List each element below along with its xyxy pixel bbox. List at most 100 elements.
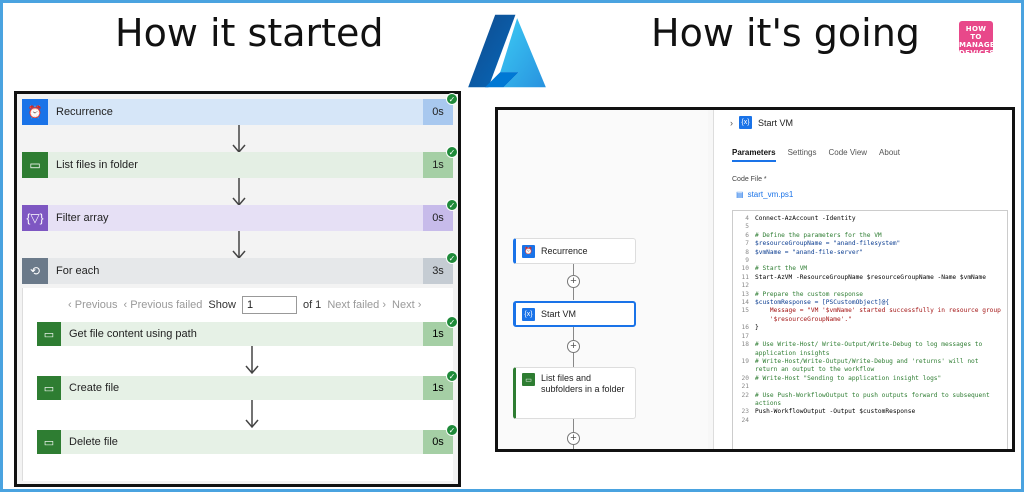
loop-icon: ⟲ [22, 258, 48, 284]
line-number: 17 [741, 332, 749, 340]
code-line: 14$customResponse = [PSCustomObject]@{ [737, 299, 1003, 307]
folder-icon: ▭ [22, 152, 48, 178]
success-check-icon: ✓ [446, 199, 458, 211]
line-number: 11 [741, 273, 749, 281]
action-details-panel: › {x} Start VM Parameters Settings Code … [713, 110, 1012, 449]
step-label: Filter array [48, 205, 423, 231]
tab-about[interactable]: About [879, 148, 900, 157]
line-text: $resourceGroupName = "anand-filesystem" [755, 240, 901, 248]
file-icon: ▤ [736, 190, 744, 199]
clock-icon: ⏰ [522, 244, 535, 258]
line-number: 5 [745, 223, 749, 231]
line-number: 14 [741, 299, 749, 307]
code-line: 19# Write-Host/Write-Output/Write-Debug … [737, 358, 1003, 366]
line-number: 23 [741, 408, 749, 416]
card-start-vm[interactable]: {x} Start VM [513, 301, 636, 327]
arrow-down-icon [245, 400, 259, 429]
code-line: 18# Use Write-Host/ Write-Output/Write-D… [737, 341, 1003, 349]
line-number [737, 366, 749, 374]
add-step-plus-icon[interactable]: + [567, 432, 580, 445]
code-file-link[interactable]: ▤ start_vm.ps1 [736, 190, 793, 199]
line-number: 16 [741, 324, 749, 332]
card-list-files-and-subfolders[interactable]: ▭ List files and subfolders in a folder [513, 367, 636, 419]
line-text: # Write-Host/Write-Output/Write-Debug an… [755, 357, 979, 365]
code-icon: {x} [522, 307, 535, 321]
step-create-file[interactable]: ▭ Create file 1s ✓ [37, 370, 458, 400]
code-line: 6# Define the parameters for the VM [737, 232, 1003, 240]
folder-icon: ▭ [37, 376, 61, 400]
iteration-number-input[interactable] [241, 296, 297, 314]
step-label: Create file [69, 382, 120, 394]
code-line: 13# Prepare the custom response [737, 291, 1003, 299]
step-filter-array[interactable]: {▽} Filter array 0s ✓ [22, 199, 458, 231]
code-line: 7$resourceGroupName = "anand-filesystem" [737, 240, 1003, 248]
code-line: 17 [737, 333, 1003, 341]
tab-parameters[interactable]: Parameters [732, 148, 776, 162]
success-check-icon: ✓ [446, 316, 458, 328]
page-count: of 1 [302, 299, 322, 311]
step-list-files-in-folder[interactable]: ▭ List files in folder 1s ✓ [22, 146, 458, 178]
next-failed-link[interactable]: Next failed › [327, 299, 387, 311]
line-number [737, 400, 749, 408]
code-line: 22# Use Push-WorkflowOutput to push outp… [737, 392, 1003, 400]
show-label: Show [208, 299, 236, 311]
chevron-right-icon[interactable]: › [730, 117, 733, 128]
folder-icon: ▭ [522, 373, 535, 386]
success-check-icon: ✓ [446, 252, 458, 264]
line-number: 20 [741, 374, 749, 382]
step-label: List files in folder [48, 152, 423, 178]
line-number: 10 [741, 265, 749, 273]
add-step-plus-icon[interactable]: + [567, 340, 580, 353]
step-delete-file[interactable]: ▭ Delete file 0s ✓ [37, 424, 458, 454]
line-text: Connect-AzAccount -Identity [755, 215, 856, 222]
arrow-down-icon [232, 231, 246, 260]
iteration-pager: ‹ Previous ‹ Previous failed Show of 1 N… [68, 296, 421, 314]
tab-settings[interactable]: Settings [787, 148, 817, 157]
code-line: actions [737, 400, 1003, 408]
clock-icon: ⏰ [22, 99, 48, 125]
line-number: 18 [741, 341, 749, 349]
workflow-canvas: ⏰ Recurrence + {x} Start VM + ▭ List fil… [498, 110, 708, 449]
file-name: start_vm.ps1 [747, 190, 794, 199]
line-text: '$resourceGroupName'." [755, 315, 852, 323]
tab-code-view[interactable]: Code View [828, 148, 868, 157]
step-label: Recurrence [48, 99, 423, 125]
for-each-body: ‹ Previous ‹ Previous failed Show of 1 N… [22, 288, 458, 481]
code-line: 21 [737, 383, 1003, 391]
step-for-each[interactable]: ⟲ For each 3s ✓ [22, 252, 458, 284]
code-line: 5 [737, 223, 1003, 231]
previous-link[interactable]: ‹ Previous [68, 299, 118, 311]
code-line: 9 [737, 257, 1003, 265]
step-recurrence[interactable]: ⏰ Recurrence 0s ✓ [22, 93, 458, 125]
next-link[interactable]: Next › [392, 299, 422, 311]
code-line: 16} [737, 324, 1003, 332]
code-line: 10# Start the VM [737, 265, 1003, 273]
line-text: Push-WorkflowOutput -Output $customRespo… [755, 408, 916, 416]
step-get-file-content-using-path[interactable]: ▭ Get file content using path 1s ✓ [37, 316, 458, 346]
heading-how-its-going: How it's going [651, 11, 920, 55]
line-text: } [755, 324, 759, 332]
success-check-icon: ✓ [446, 93, 458, 105]
line-text: Message = "VM '$vmName' started successf… [755, 307, 1001, 315]
code-line: return an output to the workflow [737, 366, 1003, 374]
how-to-manage-devices-logo: HOW TO MANAGE DEVICES [959, 21, 995, 57]
folder-icon: ▭ [37, 322, 61, 346]
line-number: 4 [745, 215, 749, 222]
card-recurrence[interactable]: ⏰ Recurrence [513, 238, 636, 264]
success-check-icon: ✓ [446, 424, 458, 436]
previous-failed-link[interactable]: ‹ Previous failed [123, 299, 203, 311]
code-icon: {x} [739, 116, 752, 129]
line-text: actions [755, 399, 782, 407]
azure-logo-icon [468, 14, 546, 88]
arrow-down-icon [232, 125, 246, 154]
add-step-plus-icon[interactable]: + [567, 275, 580, 288]
step-label: For each [48, 258, 423, 284]
line-number: 22 [741, 391, 749, 399]
code-line: 20# Write-Host "Sending to application i… [737, 375, 1003, 383]
arrow-down-icon [232, 178, 246, 207]
line-number: 15 [741, 307, 749, 315]
card-label: List files and subfolders in a folder [541, 373, 625, 394]
line-number [737, 316, 749, 324]
